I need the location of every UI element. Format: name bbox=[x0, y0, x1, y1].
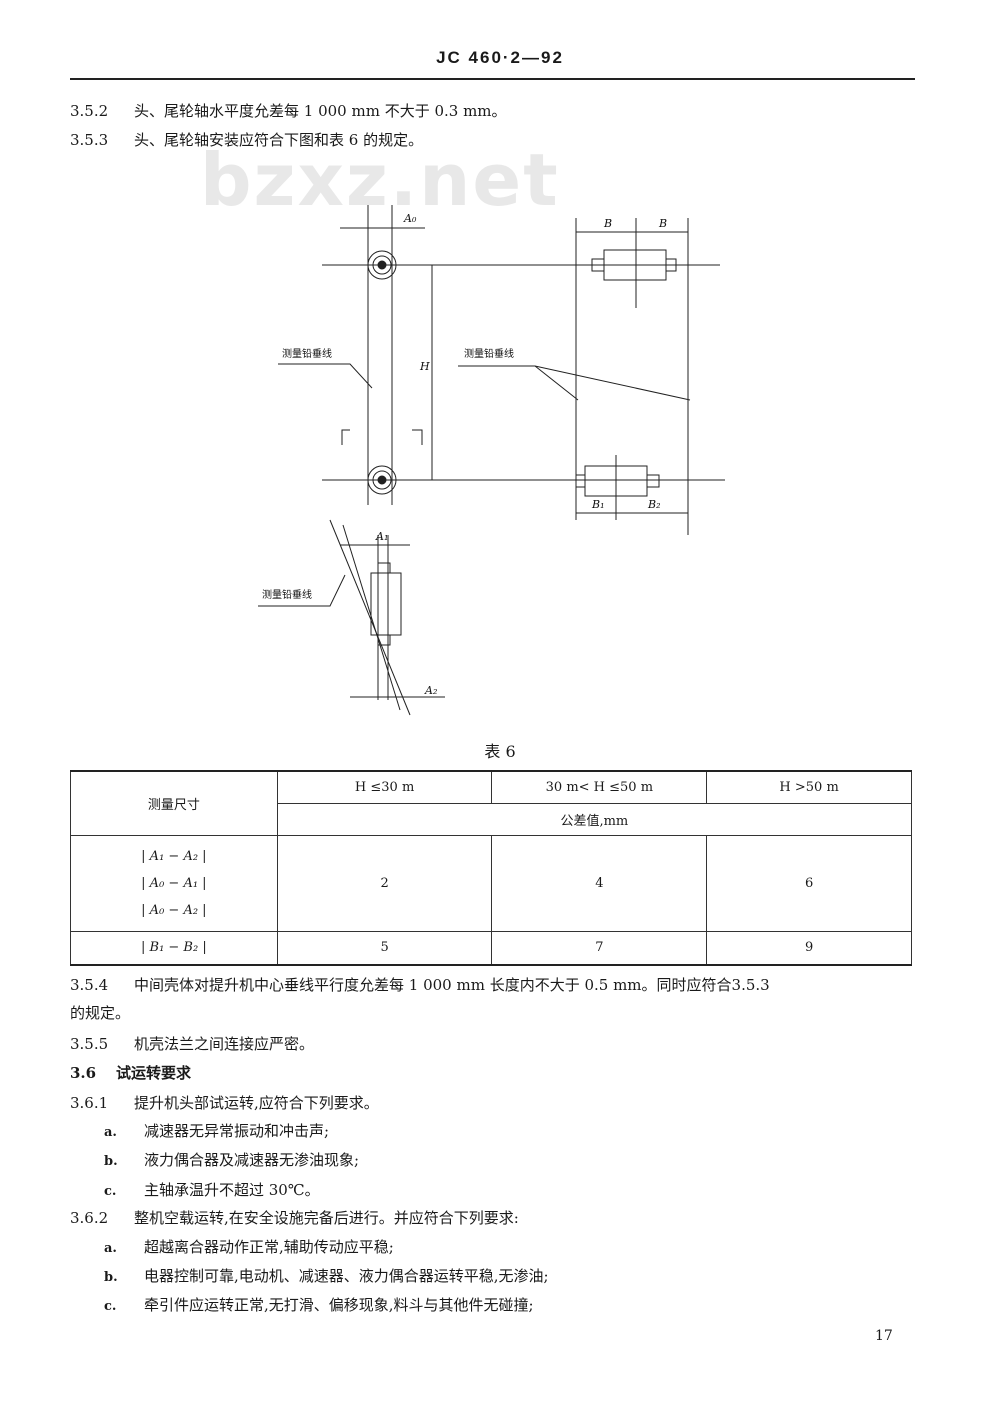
list-item: a. 超越离合器动作正常,辅助传动应平稳; bbox=[104, 1237, 394, 1259]
list-text: 主轴承温升不超过 30℃。 bbox=[144, 1181, 320, 1199]
section-number: 3.6 bbox=[70, 1064, 97, 1082]
table-caption: 表 6 bbox=[484, 742, 516, 761]
row2-label: | B₁ − B₂ | bbox=[70, 931, 278, 966]
col-header-h2: 30 m< H ≤50 m bbox=[491, 770, 708, 804]
row2-value: 9 bbox=[706, 931, 912, 966]
clause-number: 3.5.4 bbox=[70, 976, 109, 994]
row2-value: 7 bbox=[491, 931, 708, 966]
col-header-h1: H ≤30 m bbox=[276, 770, 493, 804]
tolerance-table: 测量尺寸 H ≤30 m 30 m< H ≤50 m H >50 m 公差值,m… bbox=[70, 770, 913, 966]
row1-value: 4 bbox=[491, 835, 708, 932]
list-mark: c. bbox=[104, 1184, 117, 1199]
dim-B-right: B bbox=[658, 217, 667, 230]
clause-text: 中间壳体对提升机中心垂线平行度允差每 1 000 mm 长度内不大于 0.5 m… bbox=[134, 976, 770, 994]
list-text: 液力偶合器及减速器无渗油现象; bbox=[144, 1151, 360, 1169]
list-mark: a. bbox=[104, 1241, 117, 1256]
clause-text: 整机空载运转,在安全设施完备后进行。并应符合下列要求: bbox=[134, 1209, 519, 1227]
clause-number: 3.5.3 bbox=[70, 131, 109, 149]
section-title: 试运转要求 bbox=[116, 1064, 192, 1082]
unit-header: 公差值,mm bbox=[276, 803, 913, 836]
clause-number: 3.5.2 bbox=[70, 102, 109, 120]
clause-3-5-3: 3.5.3 头、尾轮轴安装应符合下图和表 6 的规定。 bbox=[70, 130, 423, 150]
list-item: a. 减速器无异常振动和冲击声; bbox=[104, 1121, 329, 1143]
row1-value: 6 bbox=[706, 835, 912, 932]
clause-number: 3.6.1 bbox=[70, 1094, 109, 1112]
dim-A2: A₂ bbox=[424, 684, 437, 697]
row1-label: | A₀ − A₁ | bbox=[141, 876, 207, 891]
clause-text: 头、尾轮轴安装应符合下图和表 6 的规定。 bbox=[134, 131, 424, 149]
dim-A1: A₁ bbox=[375, 530, 388, 543]
clause-text: 提升机头部试运转,应符合下列要求。 bbox=[134, 1094, 379, 1112]
clause-text: 机壳法兰之间连接应严密。 bbox=[134, 1035, 315, 1053]
list-text: 牵引件应运转正常,无打滑、偏移现象,料斗与其他件无碰撞; bbox=[144, 1296, 534, 1314]
list-item: c. 牵引件应运转正常,无打滑、偏移现象,料斗与其他件无碰撞; bbox=[104, 1295, 534, 1317]
list-mark: a. bbox=[104, 1125, 117, 1140]
clause-3-5-5: 3.5.5 机壳法兰之间连接应严密。 bbox=[70, 1034, 314, 1054]
header-rule bbox=[70, 78, 915, 80]
dim-A0: A₀ bbox=[403, 212, 417, 225]
section-3-6-heading: 3.6 试运转要求 bbox=[70, 1063, 191, 1083]
row1-label: | A₀ − A₂ | bbox=[141, 903, 207, 918]
page-number: 17 bbox=[875, 1328, 893, 1344]
plumb-label-bottom: 测量铅垂线 bbox=[262, 588, 312, 601]
clause-3-6-2: 3.6.2 整机空载运转,在安全设施完备后进行。并应符合下列要求: bbox=[70, 1208, 519, 1228]
list-text: 超越离合器动作正常,辅助传动应平稳; bbox=[144, 1238, 394, 1256]
dim-B2: B₂ bbox=[647, 498, 661, 511]
plumb-label-right: 测量铅垂线 bbox=[464, 347, 514, 360]
clause-3-5-4: 3.5.4 中间壳体对提升机中心垂线平行度允差每 1 000 mm 长度内不大于 … bbox=[70, 975, 770, 995]
row1-label: | A₁ − A₂ | bbox=[141, 849, 207, 864]
clause-number: 3.6.2 bbox=[70, 1209, 109, 1227]
list-item: c. 主轴承温升不超过 30℃。 bbox=[104, 1180, 320, 1202]
row1-value: 2 bbox=[276, 835, 493, 932]
watermark-text: bzxz.net bbox=[200, 138, 560, 222]
plumb-label-left: 测量铅垂线 bbox=[282, 347, 332, 360]
col-header-h3: H >50 m bbox=[706, 770, 912, 804]
row1-label-cell: | A₁ − A₂ | | A₀ − A₁ | | A₀ − A₂ | bbox=[70, 835, 278, 932]
col-header-measure: 测量尺寸 bbox=[70, 770, 278, 836]
dim-B1: B₁ bbox=[591, 498, 605, 511]
dim-H: H bbox=[419, 360, 430, 373]
clause-number: 3.5.5 bbox=[70, 1035, 109, 1053]
list-mark: b. bbox=[104, 1270, 118, 1285]
dim-B-left: B bbox=[603, 217, 612, 230]
row2-value: 5 bbox=[276, 931, 493, 966]
list-mark: b. bbox=[104, 1154, 118, 1169]
list-text: 减速器无异常振动和冲击声; bbox=[144, 1122, 330, 1140]
clause-text: 头、尾轮轴水平度允差每 1 000 mm 不大于 0.3 mm。 bbox=[134, 102, 507, 120]
list-item: b. 液力偶合器及减速器无渗油现象; bbox=[104, 1150, 359, 1172]
list-item: b. 电器控制可靠,电动机、减速器、液力偶合器运转平稳,无渗油; bbox=[104, 1266, 549, 1288]
document-id-header: JC 460·2—92 bbox=[436, 48, 564, 67]
clause-3-6-1: 3.6.1 提升机头部试运转,应符合下列要求。 bbox=[70, 1093, 379, 1113]
clause-3-5-2: 3.5.2 头、尾轮轴水平度允差每 1 000 mm 不大于 0.3 mm。 bbox=[70, 101, 507, 121]
installation-figure: 测量铅垂线 测量铅垂线 测量铅垂线 A₀ A₁ A₂ H B B B₁ B₂ bbox=[258, 205, 725, 716]
list-mark: c. bbox=[104, 1299, 117, 1314]
clause-3-5-4-continued: 的规定。 bbox=[70, 1004, 131, 1022]
list-text: 电器控制可靠,电动机、减速器、液力偶合器运转平稳,无渗油; bbox=[144, 1267, 549, 1285]
